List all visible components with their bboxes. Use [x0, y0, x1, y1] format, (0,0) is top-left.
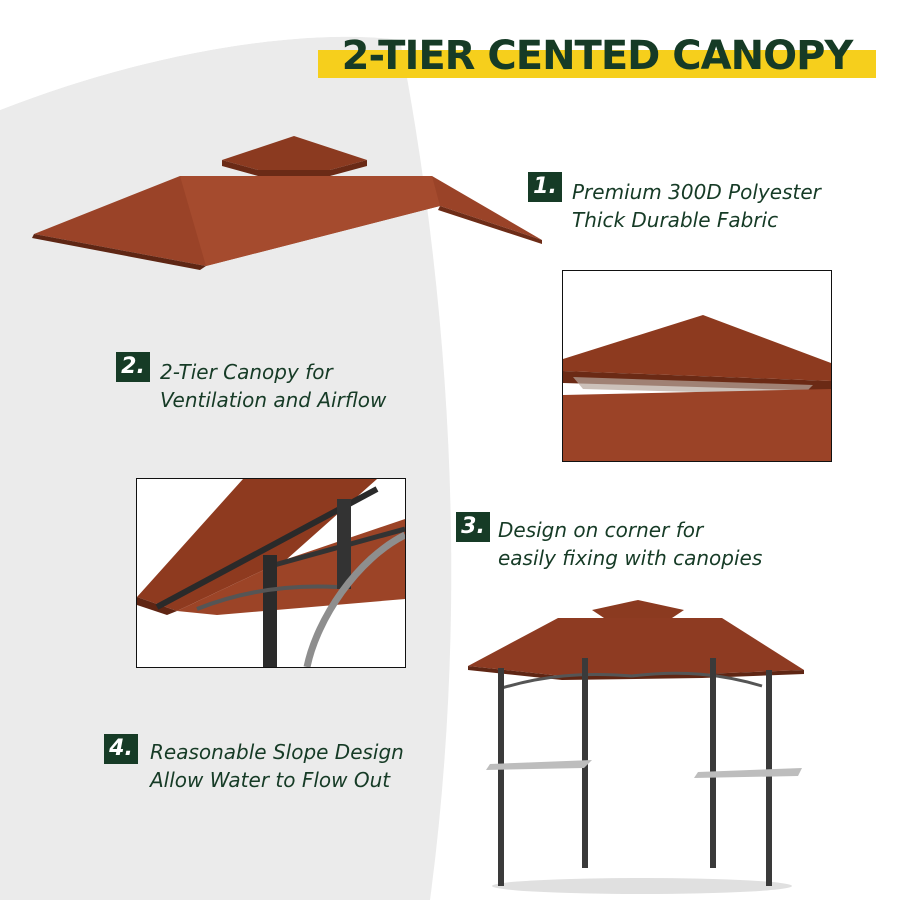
feature-1-number: 1. [528, 172, 562, 202]
gazebo-image [468, 600, 804, 894]
feature-3-text: Design on corner for easily fixing with … [498, 516, 762, 572]
feature-4-line1: Reasonable Slope Design [150, 740, 404, 764]
title-highlight-bar [318, 50, 876, 78]
feature-2-line2: Ventilation and Airflow [160, 388, 387, 412]
page-title: 2-TIER CENTED CANOPY [341, 33, 854, 79]
feature-4-text: Reasonable Slope Design Allow Water to F… [150, 738, 404, 794]
top-tier-closeup-image [562, 270, 832, 462]
feature-2-text: 2-Tier Canopy for Ventilation and Airflo… [160, 358, 386, 414]
canopy-top-image [32, 136, 542, 270]
feature-1-text: Premium 300D Polyester Thick Durable Fab… [572, 178, 821, 234]
feature-3-number: 3. [456, 512, 490, 542]
feature-2-number: 2. [116, 352, 150, 382]
corner-detail-image [136, 478, 406, 668]
feature-4-number: 4. [104, 734, 138, 764]
feature-1-line1: Premium 300D Polyester [572, 180, 821, 204]
feature-2-line1: 2-Tier Canopy for [160, 360, 333, 384]
feature-1-line2: Thick Durable Fabric [572, 208, 779, 232]
feature-3-line1: Design on corner for [498, 518, 704, 542]
feature-4-line2: Allow Water to Flow Out [150, 768, 391, 792]
title-banner: 2-TIER CENTED CANOPY [318, 33, 878, 84]
feature-3-line2: easily fixing with canopies [498, 546, 763, 570]
